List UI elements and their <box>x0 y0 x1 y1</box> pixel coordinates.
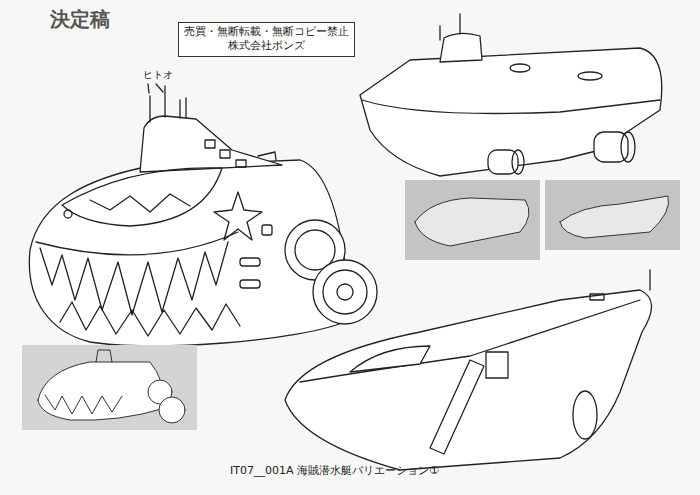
conning-tower <box>96 350 112 362</box>
hatch <box>578 72 602 80</box>
mast <box>179 100 180 118</box>
leader-line <box>148 84 149 93</box>
hatch <box>590 294 604 300</box>
engine-fan <box>621 132 635 162</box>
engine <box>159 397 185 423</box>
hatch <box>236 160 246 167</box>
photo-sub <box>38 362 165 420</box>
shark-eye <box>62 168 222 226</box>
joint <box>486 352 508 378</box>
hatch <box>205 140 215 148</box>
fin <box>350 346 430 372</box>
reference-photo <box>405 180 540 260</box>
eye-pupil <box>90 194 190 212</box>
hull-outline <box>29 160 350 346</box>
port <box>240 258 260 266</box>
deck-gun <box>258 152 276 160</box>
star <box>214 192 262 240</box>
engine-hub <box>337 284 353 300</box>
mast <box>439 26 440 40</box>
handwritten-note: ヒトオ <box>143 68 173 82</box>
mast <box>649 270 650 290</box>
reference-photo <box>22 345 197 430</box>
mast <box>185 98 186 118</box>
sheet-title: 決定稿 <box>50 6 110 33</box>
sheet-caption: IT07__001A 海賊潜水艇バリエーション① <box>230 463 439 478</box>
copyright-box: 売買・無断転載・無断コピー禁止 株式会社ボンズ <box>178 22 355 57</box>
hull-outline <box>285 290 652 470</box>
mast <box>149 96 150 122</box>
conning-tower <box>440 33 482 62</box>
conning-tower <box>140 116 282 172</box>
eye-dot <box>64 210 72 218</box>
photo-sub <box>415 198 529 246</box>
reference-photo <box>545 180 680 250</box>
teeth <box>40 242 228 315</box>
hatch <box>220 150 230 158</box>
photo-sub <box>560 196 669 238</box>
deck-line <box>362 100 660 114</box>
leader-line <box>156 84 163 92</box>
engine <box>573 391 597 439</box>
teeth <box>45 395 122 414</box>
arm <box>430 360 484 454</box>
hatch <box>510 64 530 72</box>
hull-outline <box>360 48 662 176</box>
port <box>262 225 272 235</box>
engine-fan <box>512 150 524 174</box>
engine-fan <box>323 270 367 314</box>
mast <box>164 86 165 117</box>
mast <box>459 14 460 34</box>
engine <box>313 260 377 324</box>
port <box>240 280 260 288</box>
mouth-line <box>36 232 238 255</box>
notice-text: 売買・無断転載・無断コピー禁止 株式会社ボンズ <box>183 25 350 54</box>
lower-teeth <box>60 302 240 336</box>
